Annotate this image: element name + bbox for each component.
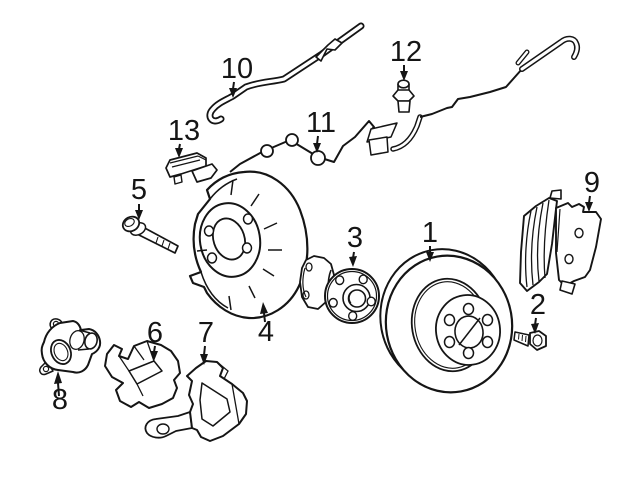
callout-12: 12 [390,36,422,81]
callout-9: 9 [584,167,600,212]
callout-10: 10 [221,53,253,98]
callout-12-label: 12 [390,36,422,68]
brake-pads-drawing [519,189,602,295]
callout-11-label: 11 [306,107,336,139]
callout-7-label: 7 [198,317,214,349]
callout-1-label: 1 [422,217,438,249]
callout-4: 4 [258,302,274,348]
callout-3-label: 3 [347,222,363,254]
callout-9-label: 9 [584,167,600,199]
abs-wire-drawing [229,35,581,173]
caliper-drawing [104,340,181,409]
brake-hose-drawing [206,22,365,125]
callout-13-label: 13 [168,115,200,147]
callout-10-label: 10 [221,53,253,85]
abs-sensor-drawing [165,152,218,185]
callout-13: 13 [168,115,200,158]
parking-actuator-drawing [39,318,102,376]
callout-1: 1 [422,217,438,262]
callout-3: 3 [347,222,363,267]
callout-11: 11 [306,107,336,153]
wheel-hub-drawing [299,255,380,324]
splash-shield-drawing [188,170,309,320]
callout-6: 6 [147,317,163,361]
callout-7: 7 [198,317,214,365]
callout-4-label: 4 [258,316,274,348]
guide-bolt-drawing [121,215,179,254]
clip-drawing [392,79,415,113]
callout-6-label: 6 [147,317,163,349]
brake-rotor-drawing [379,248,514,394]
callout-2: 2 [530,289,546,334]
callout-8: 8 [52,371,68,416]
callouts: 1 2 3 4 5 6 7 [52,36,600,416]
callout-8-label: 8 [52,384,68,416]
callout-5-label: 5 [131,174,147,206]
rotor-bolt-drawing [513,330,547,351]
callout-2-label: 2 [530,289,546,321]
callout-5: 5 [131,174,147,220]
caliper-bracket-drawing [144,360,248,442]
